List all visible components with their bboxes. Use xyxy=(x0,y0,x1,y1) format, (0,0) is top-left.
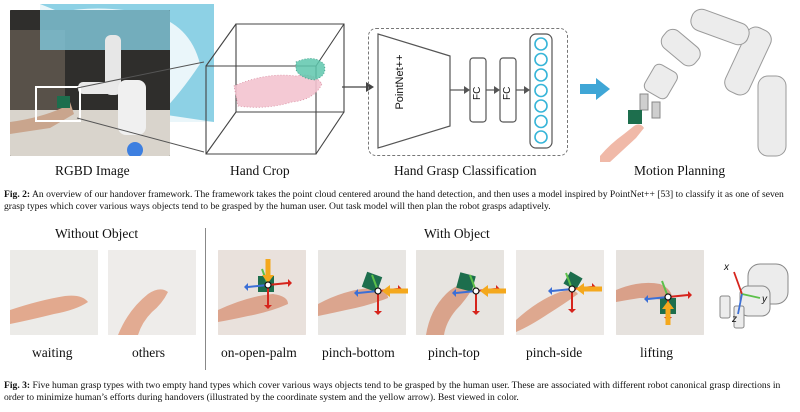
yellow-direction-head xyxy=(262,275,274,283)
z-axis-head xyxy=(644,295,648,303)
motion-planning-image xyxy=(600,8,787,162)
with-object-title: With Object xyxy=(424,226,490,241)
grasp-photo-others xyxy=(108,250,196,335)
fig2-prefix: Fig. 2: xyxy=(4,189,31,200)
z-axis-head xyxy=(452,289,456,297)
rgbd-label: RGBD Image xyxy=(55,163,130,178)
y-axis-head xyxy=(264,305,272,309)
yellow-direction-head xyxy=(576,283,584,295)
grasp-label-waiting: waiting xyxy=(32,345,73,360)
yellow-direction-head xyxy=(382,285,390,297)
fig3-caption: Fig. 3: Five human grasp types with two … xyxy=(4,380,796,404)
grasp-photo-on-open-palm xyxy=(218,250,306,335)
grasp-photo-waiting xyxy=(10,250,98,335)
y-axis-head xyxy=(568,309,576,313)
grasp-photo-pinch-side xyxy=(516,250,604,335)
grasp-label-others: others xyxy=(132,345,165,360)
crop-label: Hand Crop xyxy=(230,163,290,178)
grasp-origin-point xyxy=(568,285,576,293)
grasp-label-pinch-bottom: pinch-bottom xyxy=(322,345,395,360)
output-node xyxy=(534,52,548,67)
x-axis-head xyxy=(288,279,292,287)
fig3-text: Five human grasp types with two empty ha… xyxy=(4,380,781,403)
output-node xyxy=(534,83,548,98)
classification-label: Hand Grasp Classification xyxy=(394,163,537,178)
classification-network-box xyxy=(368,28,568,156)
output-node xyxy=(534,99,548,113)
grasp-label-pinch-side: pinch-side xyxy=(526,345,583,360)
grasp-label-lifting: lifting xyxy=(640,345,673,360)
grasp-origin-point xyxy=(374,287,382,295)
grasp-origin-point xyxy=(472,287,480,295)
yellow-direction-head xyxy=(480,285,488,297)
gripper-axes-figure: x y z xyxy=(719,262,789,329)
output-node xyxy=(534,37,548,51)
fig2-text: An overview of our handover framework. T… xyxy=(4,189,784,212)
flow-arrow-net-to-robot xyxy=(580,78,610,100)
grasp-origin-point xyxy=(264,281,272,289)
rgbd-image xyxy=(10,10,170,156)
x-axis-head xyxy=(688,291,692,299)
z-axis-head xyxy=(354,289,358,297)
grasp-origin-point xyxy=(664,293,672,301)
without-object-title: Without Object xyxy=(55,226,139,241)
fig2-caption: Fig. 2: An overview of our handover fram… xyxy=(4,189,796,213)
grasp-label-pinch-top: pinch-top xyxy=(428,345,480,360)
axis-label-x: x xyxy=(723,262,730,273)
fig3-prefix: Fig. 3: xyxy=(4,380,31,391)
output-node xyxy=(534,114,548,129)
planning-label: Motion Planning xyxy=(634,163,726,178)
group-divider xyxy=(205,228,206,370)
output-node xyxy=(534,68,548,82)
y-axis-head xyxy=(472,311,480,315)
output-node xyxy=(534,130,548,144)
yellow-direction-head xyxy=(662,301,674,309)
classification-network xyxy=(377,33,553,149)
hand-detection-box xyxy=(35,86,81,122)
z-axis-head xyxy=(548,287,552,295)
axis-label-z: z xyxy=(731,314,737,325)
axis-label-y: y xyxy=(761,294,768,305)
y-axis-head xyxy=(374,311,382,315)
grasp-label-on-open-palm: on-open-palm xyxy=(221,345,297,360)
z-axis-head xyxy=(244,283,248,291)
hand-crop-cube xyxy=(205,23,345,155)
